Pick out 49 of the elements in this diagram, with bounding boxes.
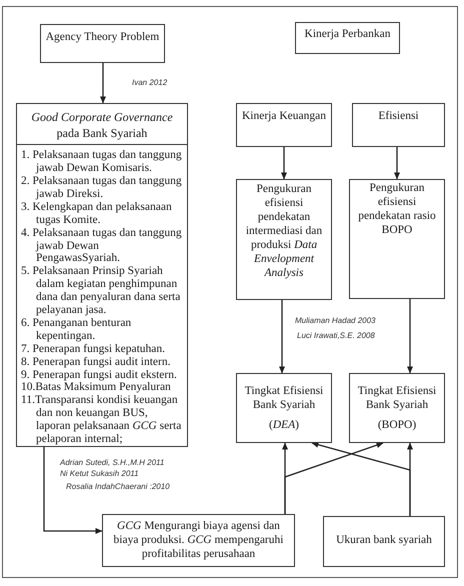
node-text: Agency Theory Problem xyxy=(46,30,160,44)
process-box xyxy=(236,179,332,300)
process-box xyxy=(16,103,188,447)
node-text: 3. Kelengkapan dan pelaksanaan tugas Komite. xyxy=(21,200,172,226)
node-text: Efisiensi xyxy=(378,109,419,123)
citation-note: Luci Irawati,S.E. 2008 xyxy=(297,331,375,341)
node-text: 8. Penerapan fungsi audit intern. xyxy=(21,356,170,368)
node-text: 6. Penanganan benturan kepentingan. xyxy=(21,316,132,342)
node-text: Pengukuran efisiensi pendekatan rasio BOPO xyxy=(357,181,437,237)
node-text: 9. Penerapan fungsi audit ekstern. xyxy=(21,368,177,381)
node-text: 11.Transparansi kondisi keuangan dan non keuangan BUS, laporan pelaksanaan GCG serta pelaporan internal; xyxy=(21,394,182,446)
node-text: (DEA) xyxy=(268,418,300,432)
arrow xyxy=(281,147,287,180)
node-text: GCG Mengurangi biaya agensi dan biaya produksi. GCG mempengaruhi profitabilitas perusahaan xyxy=(112,519,284,561)
process-box xyxy=(349,373,445,443)
process-box xyxy=(102,514,295,567)
citation-note: Adrian Sutedi, S.H.,M.H 2011 xyxy=(60,458,164,468)
citation-note: Muliaman Hadad 2003 xyxy=(295,316,376,326)
process-box xyxy=(295,22,400,54)
process-box xyxy=(349,179,445,299)
node-text: 2. Pelaksanaan tugas dan tanggung jawab Direksi. xyxy=(21,174,182,200)
node-text: Tingkat Efisiensi Bank Syariah xyxy=(244,384,324,412)
citation-note: Ivan 2012 xyxy=(132,78,168,88)
arrow xyxy=(100,63,106,104)
arrow xyxy=(284,442,384,514)
process-box xyxy=(236,373,332,443)
process-box xyxy=(352,103,445,147)
node-text: Kinerja Keuangan xyxy=(242,109,326,123)
node-text: 5. Pelaksanaan Prinsip Syariah dalam kegiatan penghimpunan dana dan penyaluran dana serta pelayanan jasa. xyxy=(21,265,180,316)
node-text: 10.Batas Maksimum Penyaluran xyxy=(21,381,171,394)
node-text: Ukuran bank syariah xyxy=(336,533,432,547)
arrow xyxy=(279,300,285,374)
node-text: Pengukuran efisiensi pendekatan intermediasi dan produksi Data Envelopment Analysis xyxy=(244,182,324,280)
process-box xyxy=(236,103,332,147)
arrow xyxy=(312,442,411,516)
arrow xyxy=(407,299,413,374)
node-text: 7. Penerapan fungsi kepatuhan. xyxy=(21,342,166,355)
node-text: Kinerja Perbankan xyxy=(304,27,390,41)
node-text: (BOPO) xyxy=(378,418,416,432)
arrow xyxy=(43,447,102,534)
node-text: Tingkat Efisiensi Bank Syariah xyxy=(356,384,438,412)
process-box xyxy=(40,24,165,63)
arrow xyxy=(394,147,400,180)
node-text: 4. Pelaksanaan tugas dan tanggung jawab Dewan PengawasSyariah. xyxy=(21,226,182,264)
citation-note: Ni Ketut Sukasih 2011 xyxy=(60,469,139,479)
citation-note: Rosalia IndahChaerani :2010 xyxy=(66,482,170,492)
node-text: 1. Pelaksanaan tugas dan tanggung jawab Dewan Komisaris. xyxy=(21,149,182,174)
node-text: Good Corporate Governance pada Bank Syariah xyxy=(31,110,173,140)
process-box xyxy=(323,516,445,567)
